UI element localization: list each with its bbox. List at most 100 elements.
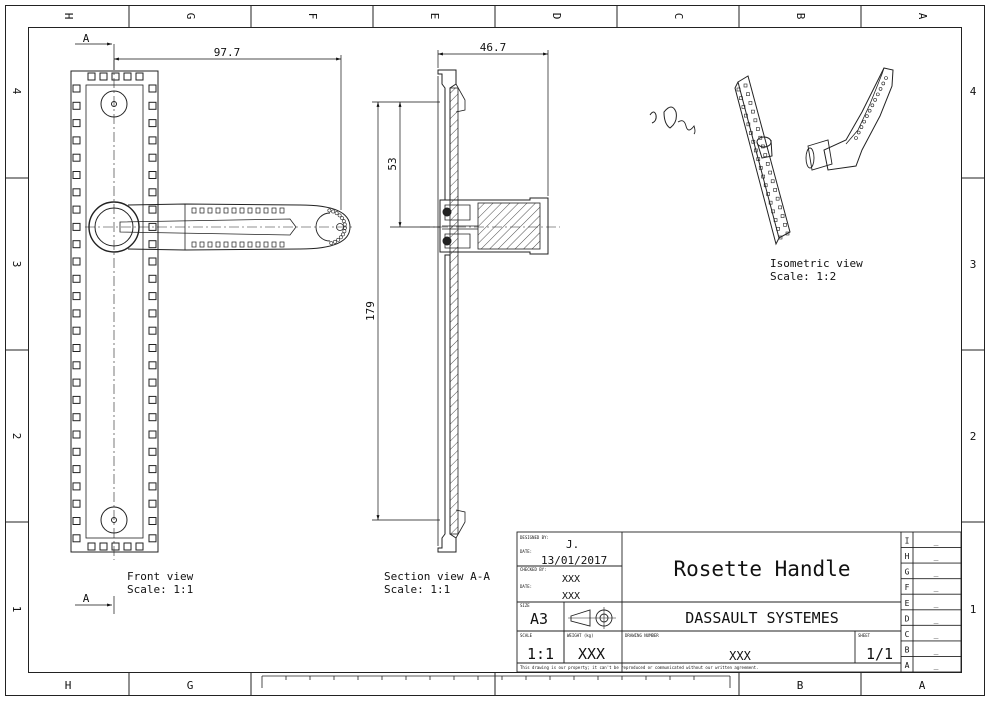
iso-dot	[867, 108, 872, 113]
iso-dot	[854, 136, 858, 140]
section-dimensions	[372, 50, 549, 521]
iso-tooth	[780, 214, 785, 218]
plate-notch	[148, 240, 157, 249]
zone-letter: D	[550, 13, 563, 20]
plate-notch	[148, 309, 157, 318]
plate-notch	[72, 222, 81, 231]
rosette-dot	[340, 216, 344, 221]
revision-letter: A	[905, 661, 910, 670]
plate-notch	[72, 153, 81, 162]
plate-notch	[148, 395, 157, 404]
rosette-dot	[334, 211, 339, 216]
iso-dot	[870, 103, 875, 108]
lever-slot	[255, 241, 261, 248]
drawing-number-value: XXX	[729, 649, 751, 663]
plate-notch	[148, 205, 157, 214]
plate-notch	[148, 447, 157, 456]
iso-tooth	[736, 87, 741, 92]
plate-notch	[72, 240, 81, 249]
size-label: SIZE	[520, 603, 530, 608]
lever-slot	[223, 241, 229, 248]
revision-value: _	[934, 568, 939, 577]
plate-notch	[148, 499, 157, 508]
iso-tooth	[778, 205, 782, 210]
lever-rosette-dots	[327, 208, 347, 246]
lever-slot	[215, 241, 221, 248]
lever-slot	[239, 241, 245, 248]
iso-dot	[873, 98, 877, 102]
company-name: DASSAULT SYSTEMES	[685, 609, 839, 627]
date2-value: XXX	[562, 591, 580, 602]
isometric-view-scale: Scale: 1:2	[770, 270, 836, 283]
iso-tooth	[746, 122, 751, 127]
left-zone-numbers: 4 3 2 1	[10, 88, 23, 613]
iso-tooth	[744, 113, 748, 118]
revision-value: _	[934, 645, 939, 654]
zone-letter: E	[428, 13, 441, 20]
iso-tooth	[753, 148, 758, 153]
iso-dot	[862, 119, 866, 124]
iso-tooth	[768, 170, 773, 175]
iso-lever-dots	[854, 76, 888, 140]
drawing-title: Rosette Handle	[673, 557, 850, 581]
revision-letter: H	[905, 552, 910, 561]
zone-letter: G	[184, 13, 197, 20]
rosette-dot	[327, 208, 332, 213]
lever-slot	[255, 207, 261, 214]
rosette-dot	[331, 209, 336, 214]
plate-notch	[148, 188, 157, 197]
section-depth-dimension: 46.7	[480, 41, 507, 54]
plate-notch	[72, 309, 81, 318]
plate-notch	[148, 413, 157, 422]
plate-notch	[72, 413, 81, 422]
plate-notch	[148, 119, 157, 128]
title-block	[516, 531, 962, 673]
zone-number: 1	[970, 603, 977, 616]
lever-slot	[279, 241, 285, 248]
zone-letter: C	[672, 13, 685, 20]
plate-notch	[72, 101, 81, 110]
zone-number: 4	[10, 88, 23, 95]
zone-number: 1	[10, 606, 23, 613]
lever-slot	[199, 241, 205, 248]
front-dimensions	[75, 42, 342, 614]
plate-notch	[87, 542, 96, 551]
size-value: A3	[530, 610, 548, 628]
plate-notch	[72, 119, 81, 128]
designed-by-value: J.	[566, 538, 579, 551]
iso-tooth	[749, 131, 753, 135]
section-mark-bottom: A	[83, 592, 90, 605]
rosette-dot	[339, 235, 343, 240]
lever-slot	[207, 241, 213, 248]
lever-slot	[191, 207, 197, 214]
plate-notch	[148, 257, 157, 266]
zone-dividers	[6, 6, 984, 695]
plate-notch	[99, 72, 108, 81]
rosette-dot	[341, 219, 346, 224]
revision-letter: C	[905, 630, 910, 639]
checked-by-label: CHECKED BY:	[520, 567, 547, 572]
iso-tooth	[773, 218, 778, 222]
iso-tooth	[761, 174, 766, 179]
iso-dot	[859, 125, 864, 129]
section-view	[420, 69, 560, 553]
iso-dot	[876, 92, 880, 97]
iso-tooth	[778, 235, 783, 240]
date-value: 13/01/2017	[541, 554, 607, 567]
date2-label: DATE:	[520, 584, 532, 589]
lever-slot	[279, 207, 285, 214]
plate-notch	[72, 171, 81, 179]
plate-notch	[87, 72, 96, 81]
section-upper-dimension: 53	[386, 157, 399, 170]
iso-tooth	[783, 222, 787, 227]
section-height-dimension: 179	[364, 301, 377, 321]
plate-notch	[148, 292, 157, 301]
zone-number: 2	[10, 433, 23, 440]
rosette-dot	[342, 229, 347, 234]
iso-dot	[884, 76, 888, 80]
lever-slot	[231, 241, 237, 248]
lever-slot	[247, 241, 253, 248]
plate-notch	[72, 188, 81, 197]
plate-notch	[72, 136, 81, 145]
lever-slot	[199, 207, 205, 214]
